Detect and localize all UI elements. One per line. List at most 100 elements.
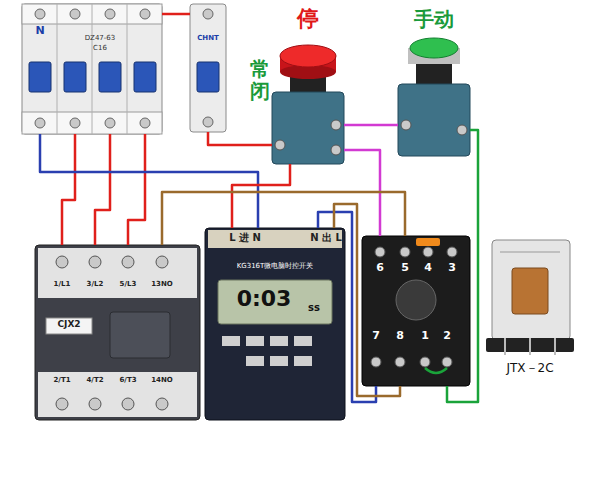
relay-box: JTX－2C: [484, 236, 576, 388]
stop-button-part: [331, 145, 341, 155]
component-label: 13NO: [151, 280, 173, 288]
wire: [40, 134, 258, 228]
four-pole-breaker-part: [57, 4, 58, 134]
four-pole-breaker-part: [99, 62, 121, 92]
four-pole-breaker-part: [70, 118, 80, 128]
time-switch-part: [270, 336, 288, 346]
stop-button-part: [280, 45, 336, 67]
time-switch-part: [270, 356, 288, 366]
stop-button-part: [272, 92, 344, 164]
component-label: KG316T微电脑时控开关: [237, 262, 314, 270]
timer-box: L 进 NN 出 LKG316T微电脑时控开关0:03ss: [205, 228, 345, 420]
contactor-part: [56, 398, 68, 410]
component-label: 2: [443, 330, 451, 343]
component-label: 14NO: [151, 376, 173, 384]
relay-socket-part: [362, 236, 470, 386]
four-pole-breaker-part: [127, 4, 128, 134]
socket-box: 6 5 4 3 7 8 1 2: [362, 236, 470, 386]
contactor-part: [56, 256, 68, 268]
four-pole-breaker: [22, 4, 162, 134]
manual-button-part: [401, 120, 411, 130]
component-label: 手动: [414, 8, 454, 31]
four-pole-breaker-part: [105, 118, 115, 128]
manual-button-part: [457, 125, 467, 135]
four-pole-breaker-part: [35, 9, 45, 19]
contactor-part: [156, 256, 168, 268]
time-switch-part: [246, 336, 264, 346]
four-pole-breaker-part: [140, 9, 150, 19]
relay-socket: [362, 236, 470, 386]
relay-part: [492, 240, 570, 340]
contactor-part: [122, 256, 134, 268]
contactor-part: [89, 398, 101, 410]
single-pole-breaker-part: [197, 62, 219, 92]
component-label: 5: [401, 262, 409, 275]
component-label: 4: [424, 262, 432, 275]
time-switch-part: [205, 228, 345, 420]
button-box: 手动: [398, 84, 470, 156]
breaker-box: CHNT: [190, 4, 226, 132]
stop-button-part: [275, 140, 285, 150]
component-label: 3: [448, 262, 456, 275]
contactor-part: [122, 398, 134, 410]
manual-button-part: [410, 38, 458, 58]
manual-button-part: [398, 84, 470, 156]
component-label: N: [35, 25, 44, 38]
component-label: 1: [421, 330, 429, 343]
component-label: DZ47-63: [85, 34, 116, 42]
component-label: JTX－2C: [506, 362, 553, 376]
contactor-part: [89, 256, 101, 268]
component-label: 6/T3: [119, 376, 136, 384]
relay: [486, 240, 574, 355]
relay-socket-part: [371, 357, 381, 367]
component-label: 0:03: [237, 286, 292, 311]
single-pole-breaker-part: [190, 4, 226, 132]
contactor-part: [38, 248, 197, 298]
component-label: 7: [372, 330, 380, 343]
single-pole-breaker: [190, 4, 226, 132]
relay-socket-part: [375, 247, 385, 257]
wire: [232, 164, 290, 228]
contactor-part: [35, 245, 200, 420]
component-label: CJX2: [57, 319, 80, 329]
manual-button-part: [416, 62, 452, 86]
relay-socket-part: [396, 280, 436, 320]
relay-part: [512, 268, 548, 314]
contactor-part: [110, 312, 170, 358]
stop-button-part: [331, 120, 341, 130]
button-box: 停: [272, 92, 344, 164]
four-pole-breaker-part: [70, 9, 80, 19]
wire: [344, 124, 398, 127]
four-pole-breaker-part: [35, 118, 45, 128]
single-pole-breaker-part: [203, 117, 213, 127]
wire: [334, 204, 400, 396]
four-pole-breaker-part: [105, 9, 115, 19]
four-pole-breaker-part: [22, 4, 162, 134]
component-label: ss: [308, 302, 320, 314]
four-pole-breaker-part: [92, 4, 93, 134]
relay-socket-part: [423, 247, 433, 257]
time-switch-part: [222, 336, 240, 346]
component-label: 5/L3: [120, 280, 137, 288]
component-label: 6: [376, 262, 384, 275]
component-label: 8: [396, 330, 404, 343]
component-label: N 出 L: [310, 232, 342, 244]
wire: [162, 13, 190, 16]
relay-part: [529, 338, 531, 355]
contactor-box: 1/L13/L25/L313NOCJX22/T14/T26/T314NO: [35, 245, 200, 420]
relay-socket-part: [425, 368, 447, 373]
component-label: 1/L1: [54, 280, 71, 288]
wire: [128, 134, 145, 245]
time-switch-part: [218, 280, 332, 324]
wire: [62, 134, 75, 245]
relay-part: [554, 338, 556, 355]
four-pole-breaker-part: [29, 62, 51, 92]
relay-socket-part: [395, 357, 405, 367]
component-label: 3/L2: [87, 280, 104, 288]
time-switch: [205, 228, 345, 420]
relay-socket-part: [400, 247, 410, 257]
four-pole-breaker-part: [140, 118, 150, 128]
time-switch-part: [294, 356, 312, 366]
